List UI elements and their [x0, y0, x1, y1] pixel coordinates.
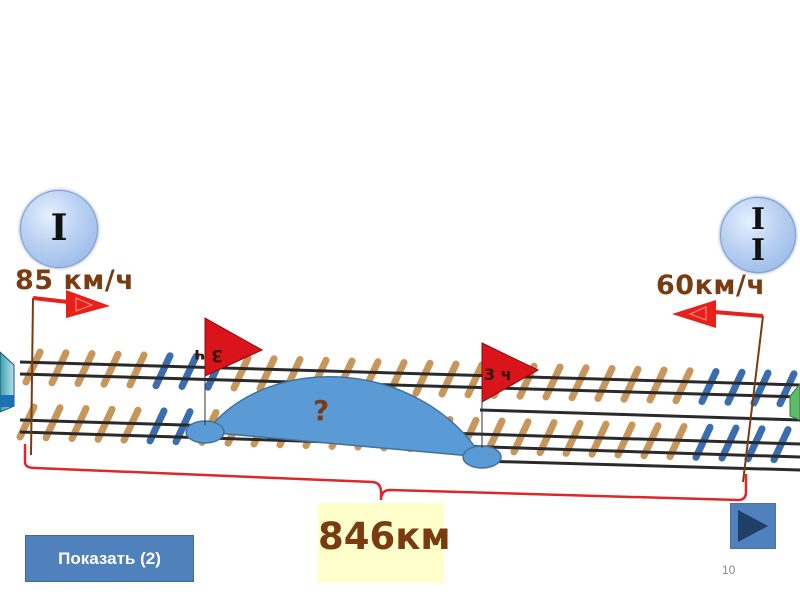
rails-right: [479, 408, 800, 472]
sleeper-top-20: [542, 363, 564, 401]
distance-box: [318, 503, 444, 583]
sleeper-top-2: [74, 350, 96, 387]
train-one-badge: I: [20, 190, 98, 268]
flag-right-label: 3 ч: [484, 365, 512, 384]
train-two-speed: 60км/ч: [656, 270, 766, 301]
sleeper-top-29: [776, 370, 798, 408]
flag-left-icon: [204, 317, 264, 377]
distance-brace: [23, 444, 748, 502]
page-number: 10: [722, 563, 736, 577]
sleeper-top-1: [48, 349, 70, 387]
arrow-right-icon: [32, 290, 110, 318]
train-two-label-bottom: I: [750, 233, 766, 268]
distance-label: 846км: [318, 515, 451, 558]
sleeper-top-5: [152, 352, 174, 390]
sleeper-top-8: [230, 354, 252, 392]
sleeper-top-21: [568, 364, 590, 402]
arrow-left-icon: [672, 300, 764, 328]
sleeper-top-17: [464, 361, 486, 399]
sleeper-top-22: [594, 365, 616, 402]
flag-right-icon: [481, 342, 540, 403]
train-right-icon: [789, 383, 800, 421]
meeting-hill: [204, 375, 484, 458]
show-button[interactable]: Показать (2): [25, 535, 194, 582]
unknown-mark: ?: [313, 394, 329, 427]
train-one-line: [30, 297, 34, 456]
sleeper-top-4: [126, 351, 148, 389]
flag-left-label: 3 ч: [194, 345, 223, 365]
sleeper-top-15: [412, 359, 434, 397]
sleeper-top-27: [724, 368, 746, 406]
sleeper-top-28: [750, 369, 772, 407]
sleeper-top-25: [672, 367, 694, 405]
train-one-label: I: [50, 207, 68, 249]
train-two-label-top: I: [750, 202, 766, 237]
sleeper-top-23: [620, 365, 642, 403]
sleeper-top-24: [646, 366, 668, 404]
sleeper-top-9: [256, 355, 278, 393]
sleeper-top-6: [178, 353, 200, 390]
train-two-line: [742, 315, 764, 483]
meet-point-right: [462, 445, 502, 469]
train-two-badge: I I: [720, 197, 796, 273]
next-slide-button[interactable]: [730, 503, 776, 549]
sleeper-top-16: [438, 360, 460, 398]
train-left-icon: [0, 351, 15, 413]
show-button-label: Показать (2): [58, 548, 161, 568]
play-icon: [738, 510, 768, 542]
sleeper-top-3: [100, 350, 122, 388]
sleeper-top-26: [698, 368, 720, 405]
train-one-speed: 85 км/ч: [15, 265, 135, 296]
